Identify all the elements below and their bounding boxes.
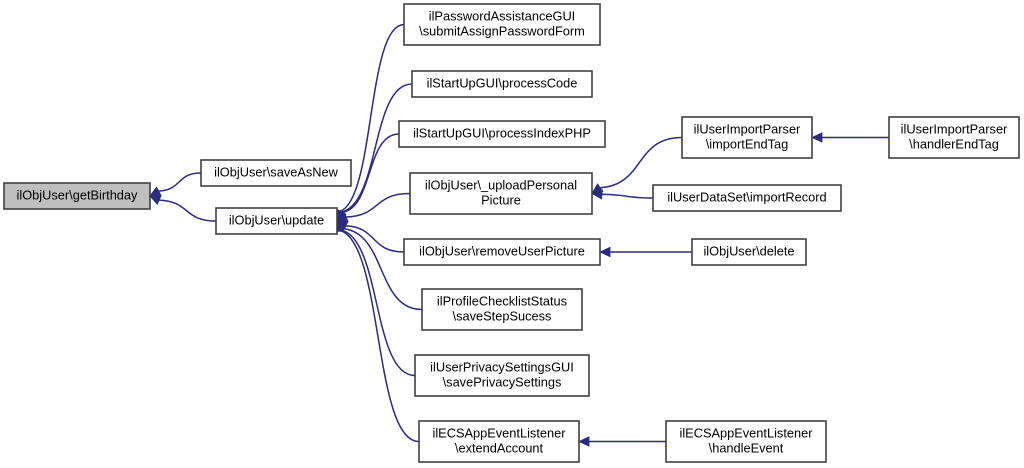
node-label-line: ilStartUpGUI\processCode — [427, 75, 578, 90]
node-box[interactable] — [888, 116, 1020, 159]
nodes-layer: ilObjUser\getBirthday ilObjUser\saveAsNew… — [3, 3, 1020, 463]
node-label-line: ilObjUser\removeUserPicture — [419, 243, 585, 258]
node-label-line: ilECSAppEventListener — [432, 425, 566, 440]
arrowhead — [149, 186, 162, 197]
node-box[interactable] — [409, 172, 593, 215]
node-box[interactable] — [403, 238, 601, 266]
node-label-line: ilUserDataSet\importRecord — [667, 189, 826, 204]
node-box[interactable] — [215, 207, 338, 235]
edge-line — [600, 136, 683, 189]
node-box[interactable] — [411, 70, 593, 98]
call-edge — [578, 436, 666, 447]
node-label-line: ilECSAppEventListener — [679, 425, 813, 440]
graph-node-savePrivacySettings[interactable]: ilUserPrivacySettingsGUI\savePrivacySett… — [414, 354, 590, 397]
node-box[interactable] — [403, 3, 601, 46]
node-label-line: \importEndTag — [706, 136, 789, 151]
arrowhead — [149, 195, 162, 206]
graph-node-saveAsNew[interactable]: ilObjUser\saveAsNew — [200, 159, 352, 187]
node-box[interactable] — [3, 182, 151, 210]
graph-node-handleEvent[interactable]: ilECSAppEventListener\handleEvent — [665, 420, 827, 463]
node-box[interactable] — [665, 420, 827, 463]
call-edge — [811, 132, 889, 143]
call-edge — [336, 83, 413, 222]
arrowhead — [811, 132, 823, 143]
node-label-line: ilObjUser\update — [229, 212, 324, 227]
graph-node-saveStepSucess[interactable]: ilProfileChecklistStatus\saveStepSucess — [421, 288, 583, 331]
arrowhead — [578, 436, 590, 447]
graph-node-importEndTag[interactable]: ilUserImportParser\importEndTag — [681, 116, 813, 159]
edge-line — [339, 23, 405, 213]
graph-node-handlerEndTag[interactable]: ilUserImportParser\handlerEndTag — [888, 116, 1020, 159]
node-label-line: ilObjUser\saveAsNew — [214, 164, 338, 179]
node-label-line: ilUserImportParser — [694, 121, 801, 136]
arrowhead — [599, 246, 611, 258]
node-label-line: ilProfileChecklistStatus — [437, 293, 567, 308]
node-label-line: Picture — [481, 192, 521, 207]
graph-node-getBirthday[interactable]: ilObjUser\getBirthday — [3, 182, 151, 210]
node-box[interactable] — [421, 288, 583, 331]
call-edge — [334, 23, 405, 222]
node-label-line: ilUserImportParser — [901, 121, 1008, 136]
edge-line — [340, 229, 416, 377]
edge-line — [158, 172, 202, 192]
call-edge — [335, 220, 420, 443]
edge-line — [341, 133, 400, 214]
edge-line — [346, 192, 411, 218]
call-edge — [149, 195, 217, 222]
graph-node-importRecord[interactable]: ilUserDataSet\importRecord — [652, 184, 842, 212]
call-edge — [336, 192, 411, 222]
graph-node-update[interactable]: ilObjUser\update — [215, 207, 338, 235]
edge-line — [341, 83, 413, 213]
node-label-line: \extendAccount — [455, 440, 544, 455]
edge-line — [343, 227, 423, 311]
node-box[interactable] — [691, 238, 807, 266]
node-label-line: \submitAssignPasswordForm — [419, 23, 585, 38]
node-label-line: ilPasswordAssistanceGUI — [429, 8, 576, 23]
node-label-line: \handleEvent — [709, 440, 784, 455]
node-box[interactable] — [200, 159, 352, 187]
node-label-line: \savePrivacySettings — [443, 374, 562, 389]
node-box[interactable] — [398, 120, 606, 148]
node-label-line: ilObjUser\delete — [703, 243, 794, 258]
arrowhead — [591, 189, 603, 200]
node-label-line: ilObjUser\getBirthday — [17, 187, 139, 202]
edges-layer — [149, 23, 889, 447]
call-edge — [591, 189, 654, 200]
graph-node-submitAssignPasswordForm[interactable]: ilPasswordAssistanceGUI\submitAssignPass… — [403, 3, 601, 46]
edge-line — [339, 229, 420, 443]
node-label-line: \handlerEndTag — [909, 136, 999, 151]
edge-line — [601, 193, 654, 199]
call-edge — [599, 246, 692, 258]
node-label-line: ilObjUser\_uploadPersonal — [425, 177, 577, 192]
node-label-line: ilStartUpGUI\processIndexPHP — [413, 125, 591, 140]
graph-node-processIndexPHP[interactable]: ilStartUpGUI\processIndexPHP — [398, 120, 606, 148]
node-box[interactable] — [681, 116, 813, 159]
node-box[interactable] — [414, 354, 590, 397]
node-box[interactable] — [418, 420, 580, 463]
edge-line — [159, 199, 217, 222]
graph-node-processCode[interactable]: ilStartUpGUI\processCode — [411, 70, 593, 98]
graph-node-removeUserPicture[interactable]: ilObjUser\removeUserPicture — [403, 238, 601, 266]
graph-node-extendAccount[interactable]: ilECSAppEventListener\extendAccount — [418, 420, 580, 463]
node-label-line: \saveStepSucess — [453, 308, 552, 323]
edge-line — [345, 225, 405, 253]
node-label-line: ilUserPrivacySettingsGUI — [430, 359, 574, 374]
graph-node-delete[interactable]: ilObjUser\delete — [691, 238, 807, 266]
node-box[interactable] — [652, 184, 842, 212]
call-edge — [149, 172, 202, 197]
